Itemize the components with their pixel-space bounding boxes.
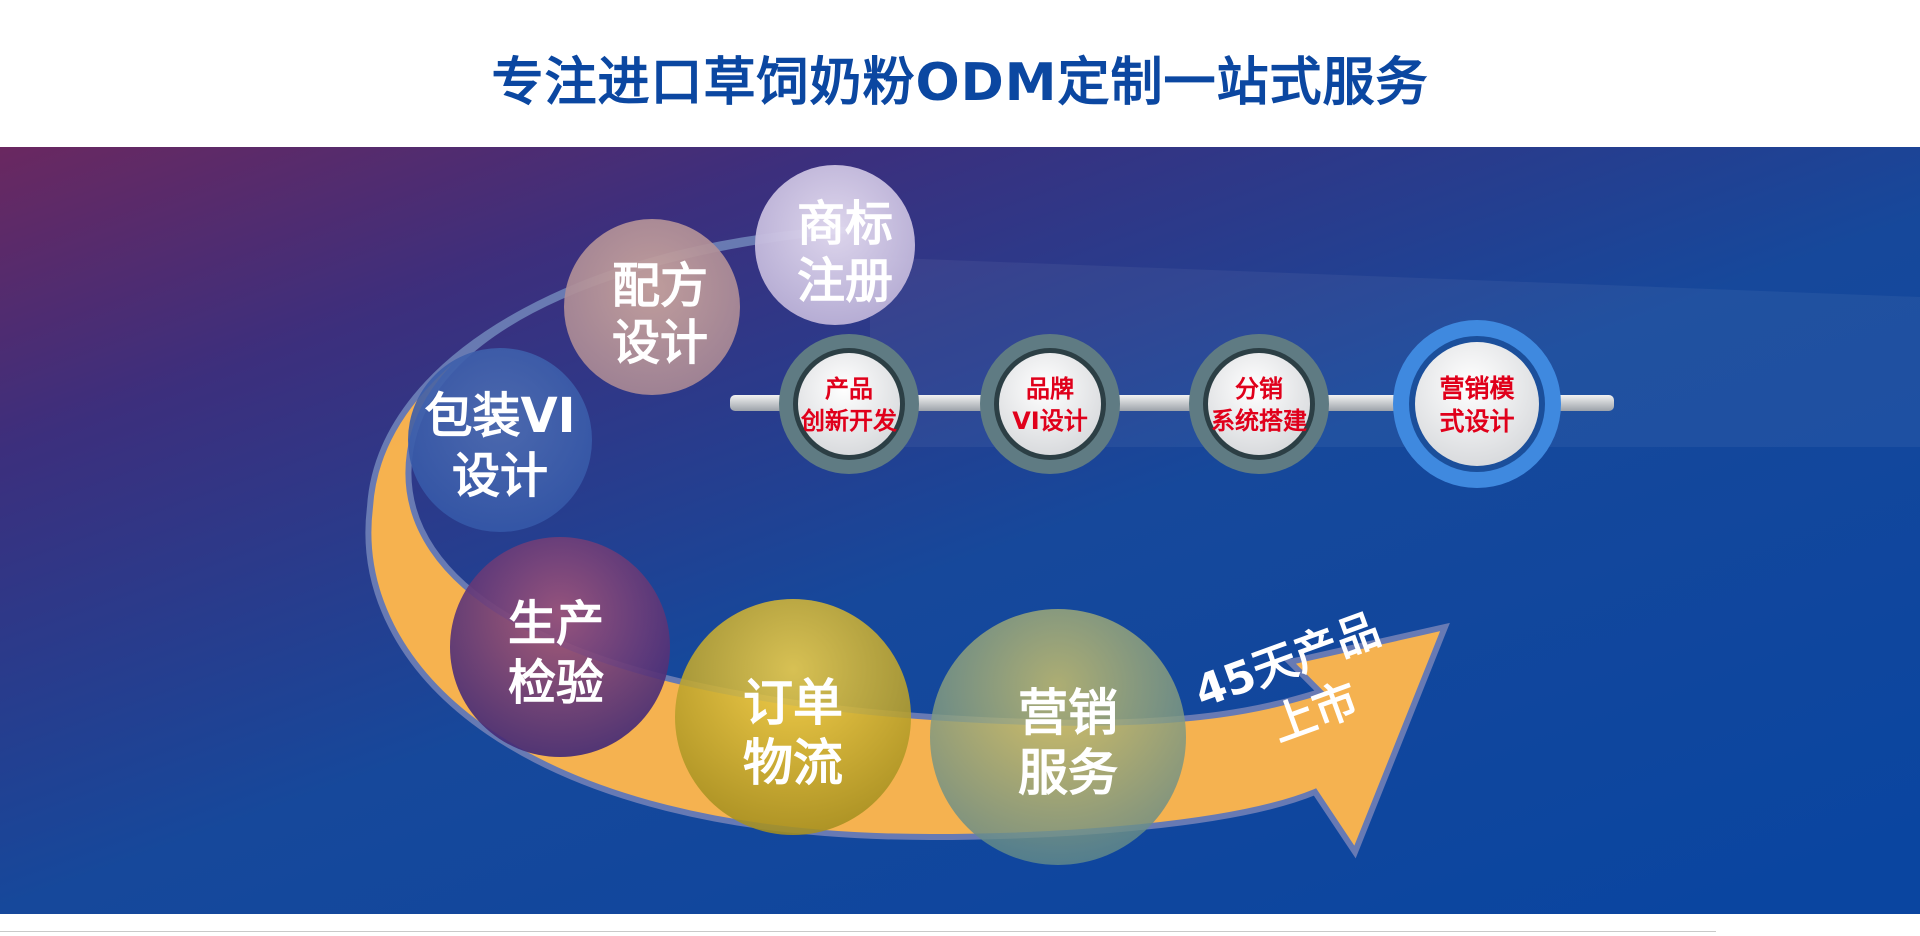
flow-circle-label: 设计: [452, 448, 548, 504]
flow-circle-label: 订单: [743, 674, 843, 732]
timeline-node-label: 营销模: [1439, 374, 1515, 403]
flow-circle-marketing: 营销 服务: [930, 609, 1186, 865]
timeline-node-label: 产品: [825, 375, 873, 403]
flow-circle-trademark: 商标 注册: [755, 165, 915, 325]
flow-circle-logistics: 订单 物流: [675, 599, 911, 835]
page-title: 专注进口草饲奶粉ODM定制一站式服务: [491, 53, 1429, 113]
flow-circle-label: 检验: [508, 655, 604, 711]
timeline-node-label: 品牌: [1026, 375, 1074, 403]
flow-circle-label: 营销: [1018, 684, 1118, 742]
flow-circle-packaging: 包装VI 设计: [408, 348, 592, 532]
flow-circle-label: 配方: [612, 258, 708, 314]
service-flow-banner: 商标 注册 配方 设计 包装VI 设计 生产 检验 订单 物流 营销 服务: [0, 147, 1920, 914]
flow-circle-production: 生产 检验: [450, 537, 670, 757]
timeline-node-label: 分销: [1235, 375, 1283, 403]
timeline-node-label: VI设计: [1012, 407, 1088, 435]
timeline-node-label: 创新开发: [800, 407, 897, 435]
timeline-node-label: 系统搭建: [1211, 407, 1307, 435]
timeline-node-brand: 品牌 VI设计: [980, 334, 1120, 474]
bottom-divider: [0, 931, 1716, 932]
timeline-node-label: 式设计: [1439, 407, 1514, 436]
flow-circle-label: 服务: [1018, 744, 1118, 802]
flow-circle-label: 生产: [508, 596, 604, 652]
flow-circle-formula: 配方 设计: [564, 219, 740, 395]
flow-circle-label: 注册: [797, 253, 893, 309]
timeline-node-distribution: 分销 系统搭建: [1189, 334, 1329, 474]
timeline-node-product: 产品 创新开发: [779, 334, 919, 474]
timeline-bar: [730, 395, 1614, 411]
timeline-node-marketing-model: 营销模 式设计: [1393, 320, 1561, 488]
flow-circle-label: 包装VI: [424, 388, 575, 444]
flow-circle-label: 商标: [797, 196, 893, 252]
flow-circle-label: 设计: [612, 315, 708, 371]
flow-circle-label: 物流: [743, 734, 843, 792]
